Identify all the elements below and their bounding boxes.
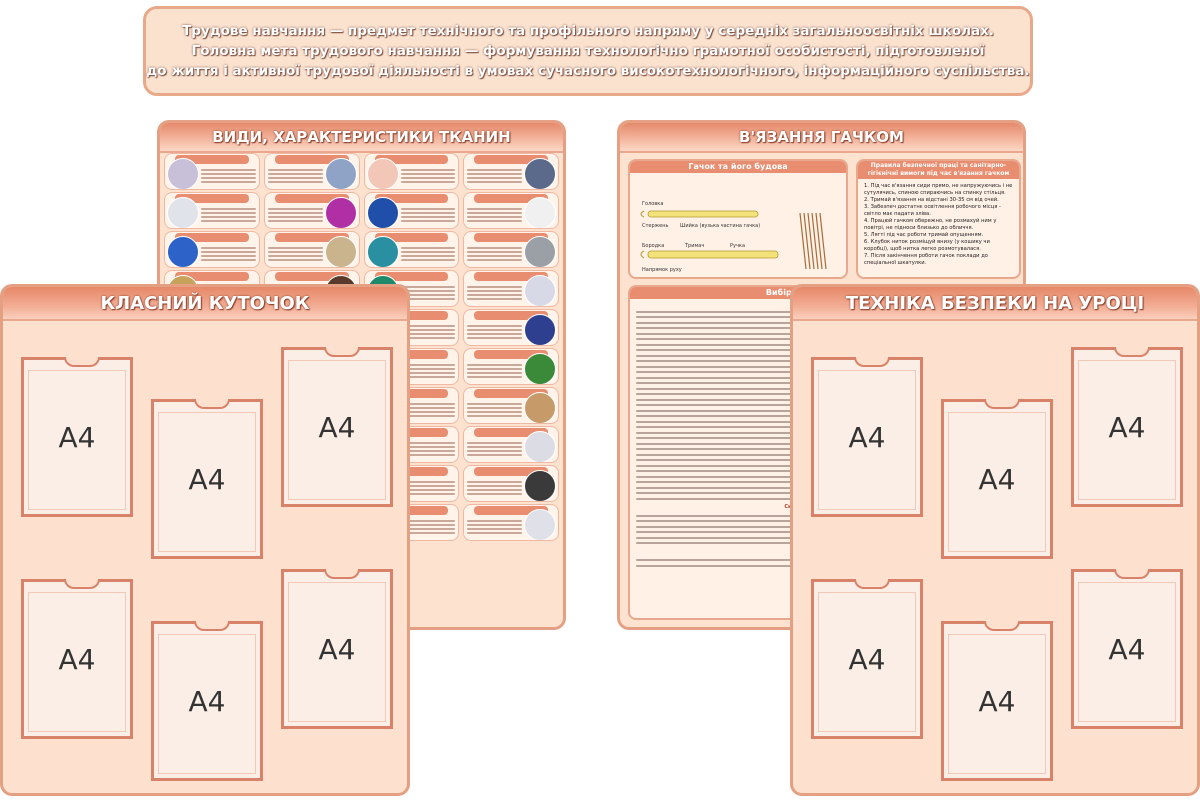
fabric-swatch-card bbox=[263, 192, 360, 229]
hook-part-label: Стержень bbox=[642, 223, 669, 229]
a4-pocket[interactable]: А4 bbox=[1071, 347, 1183, 507]
fabrics-board-title: ВИДИ, ХАРАКТЕРИСТИКИ ТКАНИН bbox=[160, 123, 563, 153]
fabric-swatch-card bbox=[463, 348, 559, 385]
fabric-swatch-card bbox=[463, 192, 559, 229]
a4-pocket[interactable]: А4 bbox=[811, 579, 923, 739]
a4-pocket[interactable]: А4 bbox=[21, 579, 133, 739]
fabric-swatch-image bbox=[524, 158, 556, 189]
rule-item: 7. Після закінчення роботи гачок поклади… bbox=[864, 253, 988, 266]
a4-pocket[interactable]: А4 bbox=[281, 569, 393, 729]
banner-line-3: до життя і активної трудової діяльності … bbox=[146, 63, 1030, 79]
fabric-swatch-card bbox=[363, 192, 460, 229]
class-corner-board: КЛАСНИЙ КУТОЧОК А4 А4 А4 А4 А4 А4 bbox=[0, 284, 410, 796]
hook-structure-panel: Гачок та його будова Головка Стержень Ши… bbox=[628, 159, 848, 279]
fabric-swatch-image bbox=[524, 314, 556, 345]
safety-board: ТЕХНІКА БЕЗПЕКИ НА УРОЦІ А4 А4 А4 А4 А4 … bbox=[790, 284, 1200, 796]
a4-pocket[interactable]: А4 bbox=[21, 357, 133, 517]
fabric-swatch-image bbox=[366, 158, 399, 189]
pocket-label: А4 bbox=[58, 642, 96, 676]
fabric-swatch-card bbox=[263, 231, 360, 268]
hook-part-label: Бородка bbox=[642, 243, 664, 249]
fabric-swatch-image bbox=[324, 158, 357, 189]
a4-pocket[interactable]: А4 bbox=[941, 621, 1053, 781]
fabric-swatch-image bbox=[167, 236, 199, 267]
fabric-swatch-image bbox=[167, 197, 199, 228]
fabric-swatch-card bbox=[363, 153, 460, 190]
pocket-label: А4 bbox=[188, 684, 226, 718]
fabric-swatch-image bbox=[524, 353, 556, 384]
hook-part-label: Напрямок руху bbox=[642, 267, 682, 273]
fabric-swatch-card bbox=[263, 153, 360, 190]
fabric-swatch-image bbox=[366, 197, 399, 228]
pocket-label: А4 bbox=[318, 410, 356, 444]
fabric-swatch-image bbox=[524, 509, 556, 540]
fabric-swatch-card bbox=[463, 270, 559, 307]
fabric-swatch-image bbox=[524, 470, 556, 501]
pocket-label: А4 bbox=[978, 462, 1016, 496]
pocket-label: А4 bbox=[58, 420, 96, 454]
banner-line-1: Трудове навчання — предмет технічного та… bbox=[182, 23, 994, 39]
fabric-swatch-image bbox=[524, 197, 556, 228]
pocket-label: А4 bbox=[188, 462, 226, 496]
safety-rules-title: Правила безпечної праці та санітарно-гіг… bbox=[858, 161, 1019, 179]
banner-line-2: Головна мета трудового навчання — формув… bbox=[191, 43, 985, 59]
fabric-swatch-image bbox=[524, 275, 556, 306]
rule-item: 1. Під час в'язання сиди прямо, не напру… bbox=[864, 183, 1013, 196]
fabric-swatch-card bbox=[164, 231, 260, 268]
fabric-swatch-card bbox=[463, 231, 559, 268]
fabric-swatch-image bbox=[524, 392, 556, 423]
hook-part-label: Шийка (вузька частина гачка) bbox=[680, 222, 760, 229]
a4-pocket[interactable]: А4 bbox=[1071, 569, 1183, 729]
class-corner-title: КЛАСНИЙ КУТОЧОК bbox=[3, 287, 407, 321]
pocket-label: А4 bbox=[1108, 410, 1146, 444]
fabric-swatch-image bbox=[524, 431, 556, 462]
fabric-swatch-image bbox=[366, 236, 399, 267]
hook-diagram: Головка Стержень Шийка (вузька частина г… bbox=[640, 201, 827, 273]
fabric-swatch-card bbox=[164, 192, 260, 229]
a4-pocket[interactable]: А4 bbox=[281, 347, 393, 507]
fabric-swatch-card bbox=[463, 309, 559, 346]
rule-item: 4. Працюй гачком обережно, не розмахуй н… bbox=[864, 218, 997, 231]
fabric-swatch-card bbox=[363, 231, 460, 268]
hook-part-label: Ручка bbox=[730, 243, 745, 249]
fabric-swatch-image bbox=[167, 158, 199, 189]
safety-rules-list: 1. Під час в'язання сиди прямо, не напру… bbox=[858, 179, 1019, 271]
a4-pocket[interactable]: А4 bbox=[151, 399, 263, 559]
rule-item: 3. Забезпеч достатнє освітлення робочого… bbox=[864, 204, 1001, 217]
safety-board-title: ТЕХНІКА БЕЗПЕКИ НА УРОЦІ bbox=[793, 287, 1197, 321]
pocket-label: А4 bbox=[848, 642, 886, 676]
pocket-label: А4 bbox=[1108, 632, 1146, 666]
crochet-board-title: В'ЯЗАННЯ ГАЧКОМ bbox=[620, 123, 1023, 153]
rule-item: 6. Клубок ниток розміщуй внизу (у кошику… bbox=[864, 239, 990, 252]
fabric-swatch-image bbox=[324, 236, 357, 267]
fabric-swatch-card bbox=[164, 153, 260, 190]
pocket-label: А4 bbox=[848, 420, 886, 454]
pocket-label: А4 bbox=[978, 684, 1016, 718]
top-banner: Трудове навчання — предмет технічного та… bbox=[143, 6, 1033, 96]
fabric-swatch-card bbox=[463, 504, 559, 541]
hook-part-label: Головка bbox=[642, 201, 663, 207]
rule-item: 5. Лягті під час роботи тримай опущенням… bbox=[864, 232, 984, 238]
fabric-swatch-card bbox=[463, 465, 559, 502]
a4-pocket[interactable]: А4 bbox=[811, 357, 923, 517]
fabric-swatch-image bbox=[324, 197, 357, 228]
fabric-swatch-card bbox=[463, 387, 559, 424]
a4-pocket[interactable]: А4 bbox=[151, 621, 263, 781]
safety-rules-panel: Правила безпечної праці та санітарно-гіг… bbox=[856, 159, 1021, 279]
a4-pocket[interactable]: А4 bbox=[941, 399, 1053, 559]
hook-part-label: Тримач bbox=[684, 243, 704, 249]
pocket-label: А4 bbox=[318, 632, 356, 666]
fabric-swatch-image bbox=[524, 236, 556, 267]
fabric-swatch-card bbox=[463, 153, 559, 190]
hook-structure-title: Гачок та його будова bbox=[630, 161, 846, 173]
fabric-swatch-card bbox=[463, 426, 559, 463]
rule-item: 2. Тримай в'язання на відстані 30-35 см … bbox=[864, 197, 999, 203]
